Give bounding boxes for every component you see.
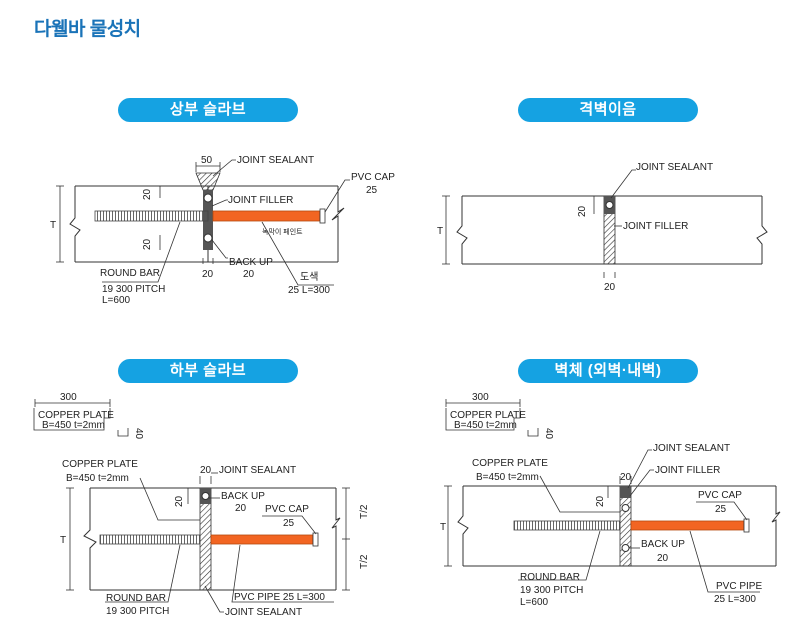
upper-pvc-cap-size: 25	[366, 185, 378, 196]
upper-dim-20-bottom: 20	[142, 238, 153, 250]
upper-round-bar-len: L=600	[102, 295, 131, 306]
lower-round-bar: ROUND BAR	[106, 593, 166, 604]
side-copper-plate: COPPER PLATE	[450, 410, 526, 421]
upper-pvc-cap: PVC CAP	[351, 172, 395, 183]
lower-t-label: T	[60, 535, 66, 546]
lower-round-bar-spec: 19 300 PITCH	[106, 606, 169, 617]
lower-back-up: BACK UP	[221, 491, 265, 502]
side-round-bar-spec: 19 300 PITCH	[520, 585, 583, 596]
side-dim-40: 40	[543, 428, 554, 440]
lower-copper-plate: COPPER PLATE	[38, 410, 114, 421]
side-t-label: T	[440, 522, 446, 533]
section-heading-upper-slab: 상부 슬라브	[118, 98, 298, 122]
wall-joint-sealant: JOINT SEALANT	[636, 162, 713, 173]
lower-back-up-size: 20	[235, 503, 247, 514]
upper-dim-50: 50	[201, 155, 213, 166]
upper-coating: 도색	[300, 271, 318, 283]
side-back-up: BACK UP	[641, 539, 685, 550]
page-title: 다웰바 물성치	[34, 19, 141, 40]
partition-wall-detail: T JOINT SEALANT JOINT FILLER 20 20	[437, 162, 768, 293]
lower-t-half-bottom: T/2	[359, 554, 370, 569]
lower-dim-20-top: 20	[200, 465, 212, 476]
lower-joint-sealant-bottom: JOINT SEALANT	[225, 607, 302, 618]
upper-paint-note: 녹막이 페인트	[262, 227, 303, 236]
side-dim-20-top: 20	[620, 472, 632, 483]
lower-dim-40: 40	[133, 428, 144, 440]
upper-joint-sealant: JOINT SEALANT	[237, 155, 314, 166]
section-heading-lower-slab: 하부 슬라브	[118, 359, 298, 383]
side-dim-300: 300	[472, 392, 489, 403]
lower-pvc-pipe: PVC PIPE 25 L=300	[234, 592, 325, 603]
upper-back-up-size: 20	[243, 269, 255, 280]
side-copper-plate-spec-2: B=450 t=2mm	[476, 472, 539, 483]
side-round-bar: ROUND BAR	[520, 572, 580, 583]
upper-t-label: T	[50, 220, 56, 231]
side-pvc-pipe: PVC PIPE	[716, 581, 762, 592]
upper-coating-spec: 25 L=300	[288, 285, 330, 296]
wall-side-detail: 300 COPPER PLATE B=450 t=2mm 40 T JOINT …	[440, 392, 781, 608]
wall-joint-filler: JOINT FILLER	[623, 221, 688, 232]
upper-joint-filler: JOINT FILLER	[228, 195, 293, 206]
lower-slab-detail: 300 COPPER PLATE B=450 t=2mm 40 T T/2 T/…	[33, 392, 370, 618]
wall-dim-20-bottom: 20	[604, 282, 616, 293]
lower-copper-plate-spec: B=450 t=2mm	[42, 420, 105, 431]
side-pvc-cap: PVC CAP	[698, 490, 742, 501]
lower-joint-sealant: JOINT SEALANT	[219, 465, 296, 476]
side-pvc-pipe-spec: 25 L=300	[714, 594, 756, 605]
side-copper-plate-2: COPPER PLATE	[472, 458, 548, 469]
upper-slab-detail: T 50 녹막이 페인트 20 20 JOINT SEALANT JOINT F…	[50, 155, 395, 306]
upper-back-up: BACK UP	[229, 257, 273, 268]
side-back-up-size: 20	[657, 553, 669, 564]
section-heading-wall-side: 벽체 (외벽·내벽)	[518, 359, 698, 383]
side-dim-20-side: 20	[595, 495, 606, 507]
upper-dim-20-top: 20	[142, 188, 153, 200]
side-round-bar-len: L=600	[520, 597, 549, 608]
upper-round-bar-spec: 19 300 PITCH	[102, 284, 165, 295]
side-joint-sealant: JOINT SEALANT	[653, 443, 730, 454]
upper-dim-20-under: 20	[202, 269, 214, 280]
side-pvc-cap-size: 25	[715, 504, 727, 515]
wall-t-label: T	[437, 226, 443, 237]
wall-dim-20-side: 20	[577, 205, 588, 217]
lower-copper-plate-2: COPPER PLATE	[62, 459, 138, 470]
lower-pvc-cap-size: 25	[283, 518, 295, 529]
lower-dim-20-side: 20	[174, 495, 185, 507]
lower-dim-300: 300	[60, 392, 77, 403]
section-heading-partition-wall: 격벽이음	[518, 98, 698, 122]
lower-copper-plate-spec-2: B=450 t=2mm	[66, 473, 129, 484]
side-copper-plate-spec: B=450 t=2mm	[454, 420, 517, 431]
lower-pvc-cap: PVC CAP	[265, 504, 309, 515]
side-joint-filler: JOINT FILLER	[655, 465, 720, 476]
lower-t-half-top: T/2	[359, 504, 370, 519]
upper-round-bar: ROUND BAR	[100, 268, 160, 279]
